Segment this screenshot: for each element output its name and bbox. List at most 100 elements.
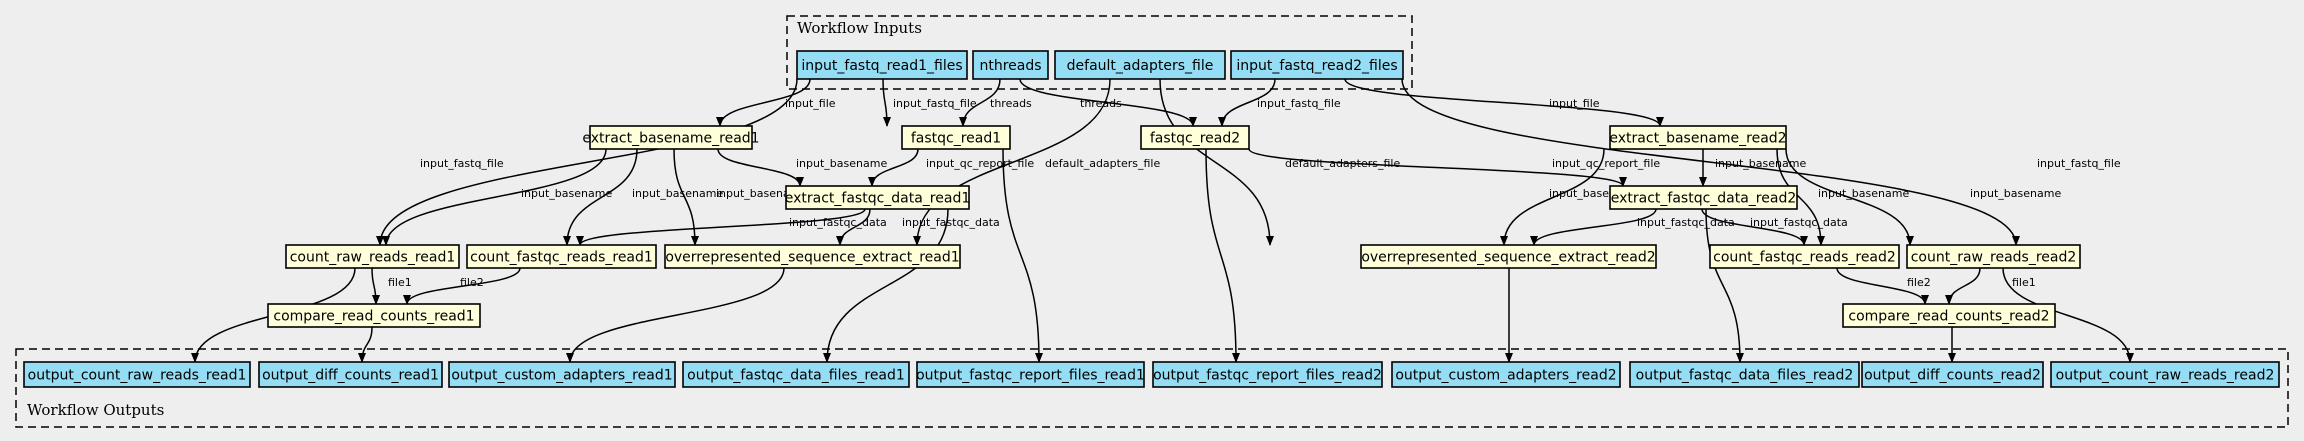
node-box (796, 50, 968, 80)
workflow-inputs-box (786, 15, 1413, 90)
edge-label-input-basename: input_basename (521, 187, 612, 200)
edge-extract_fastqc_data_read1-to-overrepresented_sequence_extract_read1 (836, 208, 871, 246)
edge-label-input-basename: input_basename (1818, 187, 1909, 200)
node-box (1230, 50, 1404, 80)
node-box (1140, 125, 1250, 150)
output-node-output-fastqc-data-files-read1[interactable]: output_fastqc_data_files_read1 (682, 361, 910, 388)
node-label: compare_read_counts_read2 (1848, 309, 2049, 325)
edge-extract_basename_read1-to-extract_fastqc_data_read1 (717, 148, 804, 187)
edge-label-input-basename: input_basename (796, 157, 887, 170)
edge-fastqc_read2-to-extract_fastqc_data_read2 (1248, 148, 1627, 187)
node-box (1861, 361, 2044, 388)
output-node-output-diff-counts-read2[interactable]: output_diff_counts_read2 (1861, 361, 2044, 388)
node-label: compare_read_counts_read1 (273, 309, 474, 325)
output-node-output-diff-counts-read1[interactable]: output_diff_counts_read1 (258, 361, 443, 388)
node-label: output_diff_counts_read2 (1864, 368, 2041, 384)
node-label: extract_basename_read1 (582, 131, 759, 147)
step-node-extract-fastqc-data-read2[interactable]: extract_fastqc_data_read2 (1609, 185, 1798, 210)
edge-input_fastq_read2_files-to-fastqc_read2 (1218, 78, 1276, 127)
edge-extract_basename_read2-to-overrepresented_sequence_extract_read2 (1500, 148, 1605, 246)
output-node-output-fastqc-report-files-read2[interactable]: output_fastqc_report_files_read2 (1152, 361, 1383, 388)
output-node-output-count-raw-reads-read1[interactable]: output_count_raw_reads_read1 (23, 361, 251, 388)
input-node-nthreads[interactable]: nthreads (972, 50, 1049, 80)
node-label: nthreads (979, 58, 1041, 74)
edge-label-input-file: input_file (785, 97, 836, 110)
output-node-output-fastqc-report-files-read1[interactable]: output_fastqc_report_files_read1 (916, 361, 1145, 388)
edge-default_adapters_file-to-overrepresented_sequence_extract_read1 (913, 78, 1111, 246)
edge-label-input-basename: input_basename (1970, 187, 2061, 200)
node-label: overrepresented_sequence_extract_read2 (1361, 250, 1655, 266)
node-label: output_count_raw_reads_read1 (28, 368, 247, 384)
edge-fastqc_read2-to-output_fastqc_report_files_read2 (1205, 148, 1240, 363)
step-node-count-raw-reads-read2[interactable]: count_raw_reads_read2 (1906, 244, 2081, 269)
output-node-output-fastqc-data-files-read2[interactable]: output_fastqc_data_files_read2 (1629, 361, 1860, 388)
edge-count_fastqc_reads_read1-to-compare_read_counts_read1 (403, 267, 521, 305)
node-label: output_custom_adapters_read1 (451, 368, 672, 384)
step-node-extract-basename-read2[interactable]: extract_basename_read2 (1609, 125, 1787, 150)
input-node-default-adapters-file[interactable]: default_adapters_file (1054, 50, 1226, 80)
edge-label-input-qc-report-file: input_qc_report_file (926, 157, 1034, 170)
edge-label-threads: threads (990, 97, 1032, 110)
edge-default_adapters_file-to-overrepresented_sequence_extract_read2 (1159, 78, 1274, 246)
step-node-compare-read-counts-read2[interactable]: compare_read_counts_read2 (1842, 303, 2056, 328)
edge-input_fastq_read1_files-to-fastqc_read1 (882, 78, 891, 127)
node-box (1391, 361, 1621, 388)
edge-label-input-fastq-file: input_fastq_file (420, 157, 504, 170)
edge-count_fastqc_reads_read2-to-compare_read_counts_read2 (1836, 267, 1929, 305)
node-label: count_raw_reads_read2 (1911, 250, 2077, 266)
edge-extract_fastqc_data_read1-to-count_fastqc_reads_read1 (576, 208, 866, 246)
edge-count_raw_reads_read2-to-output_count_raw_reads_read2 (2002, 267, 2134, 363)
step-node-overrepresented-sequence-extract-read1[interactable]: overrepresented_sequence_extract_read1 (664, 244, 961, 269)
node-label: output_fastqc_report_files_read1 (916, 368, 1145, 384)
node-box (1360, 244, 1657, 269)
node-label: fastqc_read1 (911, 131, 1001, 147)
node-box (285, 244, 460, 269)
edge-count_raw_reads_read1-to-compare_read_counts_read1 (371, 267, 380, 305)
node-label: input_fastq_read2_files (1236, 58, 1397, 74)
output-node-output-custom-adapters-read1[interactable]: output_custom_adapters_read1 (448, 361, 676, 388)
node-label: output_diff_counts_read1 (262, 368, 439, 384)
edge-label-file1: file1 (2012, 276, 2036, 289)
output-node-output-count-raw-reads-read2[interactable]: output_count_raw_reads_read2 (2050, 361, 2280, 388)
edge-label-input-fastqc-data: input_fastqc_data (789, 216, 887, 229)
node-label: output_fastqc_data_files_read1 (687, 368, 905, 384)
step-node-count-fastqc-reads-read1[interactable]: count_fastqc_reads_read1 (466, 244, 657, 269)
node-label: extract_fastqc_data_read2 (1611, 191, 1797, 207)
edge-label-input-file: input_file (1549, 97, 1600, 110)
input-node-input-fastq-read2-files[interactable]: input_fastq_read2_files (1230, 50, 1404, 80)
edge-label-threads: threads (1080, 97, 1122, 110)
edge-label-input-basename: input_basename (1715, 157, 1806, 170)
edge-extract_fastqc_data_read2-to-overrepresented_sequence_extract_read2 (1530, 208, 1657, 246)
input-node-input-fastq-read1-files[interactable]: input_fastq_read1_files (796, 50, 968, 80)
step-node-count-fastqc-reads-read2[interactable]: count_fastqc_reads_read2 (1709, 244, 1900, 269)
step-node-count-raw-reads-read1[interactable]: count_raw_reads_read1 (285, 244, 460, 269)
edge-label-input-qc-report-file: input_qc_report_file (1552, 157, 1660, 170)
step-node-fastqc-read2[interactable]: fastqc_read2 (1140, 125, 1250, 150)
edge-nthreads-to-fastqc_read1 (959, 78, 1001, 127)
node-box (23, 361, 251, 388)
node-label: count_raw_reads_read1 (290, 250, 456, 266)
edge-label-input-fastqc-data: input_fastqc_data (902, 216, 1000, 229)
step-node-extract-fastqc-data-read1[interactable]: extract_fastqc_data_read1 (785, 185, 971, 210)
workflow-inputs-label: Workflow Inputs (797, 19, 922, 37)
output-node-output-custom-adapters-read2[interactable]: output_custom_adapters_read2 (1391, 361, 1621, 388)
step-node-compare-read-counts-read1[interactable]: compare_read_counts_read1 (267, 303, 481, 328)
edge-extract_basename_read2-to-count_fastqc_reads_read2 (1776, 148, 1825, 246)
edge-count_raw_reads_read2-to-compare_read_counts_read2 (1945, 267, 1981, 305)
node-box (2050, 361, 2280, 388)
node-label: input_fastq_read1_files (801, 58, 962, 74)
edge-extract_fastqc_data_read2-to-output_fastqc_data_files_read2 (1705, 208, 1744, 363)
node-box (901, 125, 1011, 150)
node-box (1609, 185, 1798, 210)
step-node-fastqc-read1[interactable]: fastqc_read1 (901, 125, 1011, 150)
step-node-overrepresented-sequence-extract-read2[interactable]: overrepresented_sequence_extract_read2 (1360, 244, 1657, 269)
node-label: output_fastqc_data_files_read2 (1636, 368, 1854, 384)
node-box (664, 244, 961, 269)
edge-label-file2: file2 (1907, 276, 1931, 289)
edge-nthreads-to-fastqc_read2 (1019, 78, 1197, 127)
step-node-extract-basename-read1[interactable]: extract_basename_read1 (582, 125, 760, 150)
edge-extract_basename_read1-to-count_raw_reads_read1 (382, 148, 607, 246)
node-box (1709, 244, 1900, 269)
edge-input_fastq_read2_files-to-extract_basename_read2 (1344, 78, 1664, 127)
